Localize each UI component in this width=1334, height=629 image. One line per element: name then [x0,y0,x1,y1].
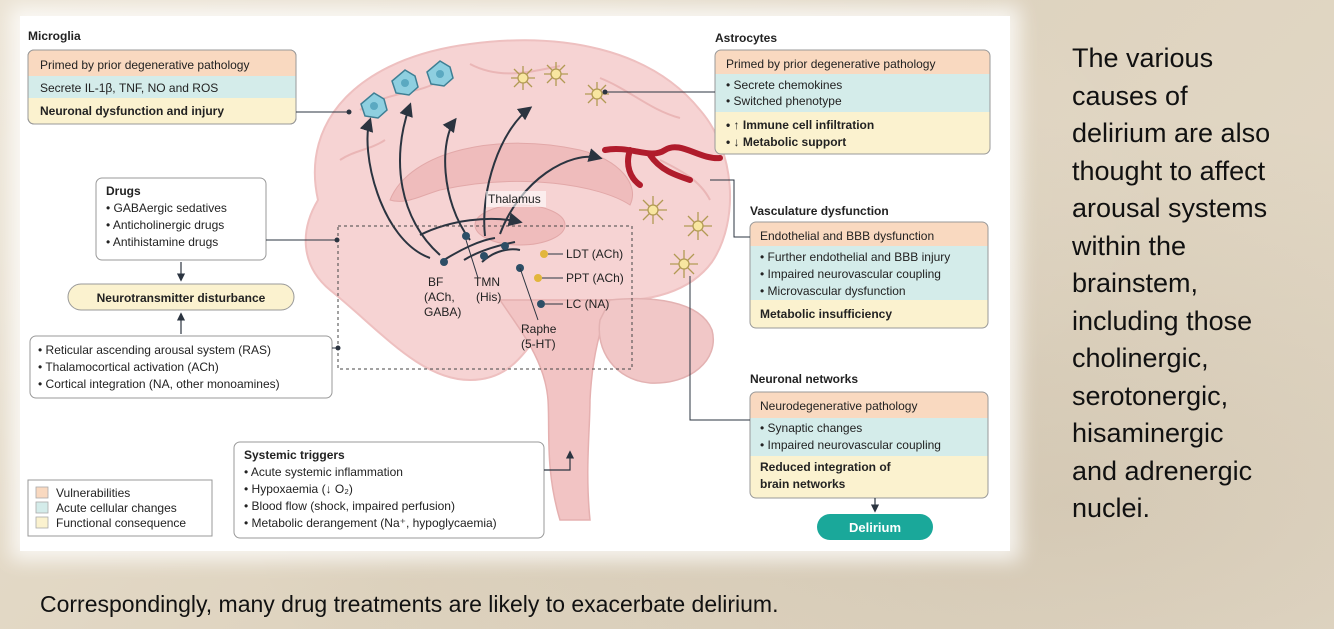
delirium-label: Delirium [849,520,901,535]
neuronal-row-4: Reduced integration of [760,460,892,474]
microglia-row-2: Secrete IL-1β, TNF, NO and ROS [40,81,218,95]
lc-nucleus [537,300,545,308]
ldt-nucleus [540,250,548,258]
neurotransmitter-label: Neurotransmitter disturbance [97,291,266,305]
astrocyte-cell [591,88,603,100]
bf-label-line2: (ACh, [424,290,455,304]
arousal-box: • Reticular ascending arousal system (RA… [29,335,333,399]
thalamus-label: Thalamus [488,192,541,206]
microglia-cells [360,60,454,119]
drugs-item-2: • Anticholinergic drugs [106,218,224,232]
drugs-item-1: • GABAergic sedatives [106,201,227,215]
vasculature-row-2: • Further endothelial and BBB injury [760,250,950,264]
slide-caption: Correspondingly, many drug treatments ar… [40,591,779,617]
cerebellum [598,298,715,384]
astrocyte-cells [511,62,712,278]
microglia-row-1: Primed by prior degenerative pathology [40,58,249,72]
tmn-nucleus-2 [480,252,488,260]
tmn-label-line1: TMN [474,275,500,289]
neurotransmitter-box [67,283,295,311]
drugs-item-3: • Antihistamine drugs [106,235,218,249]
vasculature-connector [710,179,750,238]
astrocyte-cell [517,72,529,84]
legend-label-vulnerabilities: Vulnerabilities [56,486,130,500]
neuronal-row-3: • Impaired neurovascular coupling [760,438,941,452]
brainstem [498,299,617,521]
vasculature-row-3: • Impaired neurovascular coupling [760,267,941,281]
astrocytes-row-4: • ↑ Immune cell infiltration [726,118,874,132]
systemic-title: Systemic triggers [244,448,345,462]
nucleus-markers [440,232,548,308]
astrocytes-row-5: • ↓ Metabolic support [726,135,846,149]
systemic-arrow [544,450,575,471]
astrocyte-cell [550,68,562,80]
microglia-row-3: Neuronal dysfunction and injury [40,104,224,118]
systemic-item-4: • Metabolic derangement (Na⁺, hypoglycae… [244,516,497,530]
neuronal-box: Neurodegenerative pathology • Synaptic c… [749,391,989,499]
brainstem-region-outline [337,225,633,370]
neuronal-row-2: • Synaptic changes [760,421,862,435]
delirium-badge [817,514,933,540]
tmn-label-line2: (His) [476,290,501,304]
delirium-mechanism-diagram: Thalamus LDT (ACh) PPT (ACh) LC (NA) BF … [27,29,991,540]
ldt-label: LDT (ACh) [566,247,623,261]
legend: Vulnerabilities Acute cellular changes F… [27,479,213,537]
astrocytes-row-1: Primed by prior degenerative pathology [726,57,935,71]
corpus-callosum [389,142,633,206]
tmn-nucleus [462,232,470,240]
diagram-panel: Thalamus LDT (ACh) PPT (ACh) LC (NA) BF … [20,16,1010,551]
astrocytes-box: Primed by prior degenerative pathology •… [714,49,991,155]
neuronal-row-5: brain networks [760,477,846,491]
raphe-label-line2: (5-HT) [521,337,556,351]
ppt-label: PPT (ACh) [566,271,624,285]
arousal-item-3: • Cortical integration (NA, other monoam… [38,377,280,391]
arousal-item-1: • Reticular ascending arousal system (RA… [38,343,271,357]
vasculature-row-5: Metabolic insufficiency [760,307,892,321]
microglia-box: Primed by prior degenerative pathology S… [27,49,297,125]
vasculature-row-4: • Microvascular dysfunction [760,284,906,298]
drugs-title: Drugs [106,184,141,198]
legend-label-functional: Functional consequence [56,516,186,530]
astrocyte-cell [692,220,704,232]
brainstem-leader-lines [465,239,563,321]
astrocyte-cell [678,258,690,270]
neuronal-row-1: Neurodegenerative pathology [760,399,917,413]
astrocytes-row-3: • Switched phenotype [726,94,842,108]
legend-swatch-functional [35,516,49,529]
vasculature-box: Endothelial and BBB dysfunction • Furthe… [749,221,989,329]
systemic-box: Systemic triggers • Acute systemic infla… [233,441,545,539]
systemic-item-3: • Blood flow (shock, impaired perfusion) [244,499,455,513]
bf-label-line1: BF [428,275,443,289]
microglia-title: Microglia [28,29,81,43]
drugs-box: Drugs • GABAergic sedatives • Anticholin… [95,177,267,261]
bf-nucleus [440,258,448,266]
ppt-nucleus [534,274,542,282]
vasculature-row-1: Endothelial and BBB dysfunction [760,229,934,243]
astrocytes-row-2: • Secrete chemokines [726,78,842,92]
systemic-item-1: • Acute systemic inflammation [244,465,403,479]
legend-swatch-cellular [35,501,49,514]
systemic-item-2: • Hypoxaemia (↓ O₂) [244,482,353,496]
neuronal-connector [689,276,750,421]
side-text: The various causes of delirium are also … [1072,43,1271,523]
legend-label-cellular: Acute cellular changes [56,501,177,515]
vasculature-title: Vasculature dysfunction [750,204,889,218]
arousal-projections [359,102,603,263]
legend-swatch-vulnerabilities [35,486,49,499]
hypothalamus-nucleus [501,242,509,250]
blood-vessel [602,144,723,188]
neuronal-title: Neuronal networks [750,372,858,386]
bf-label-line3: GABA) [424,305,461,319]
astrocyte-cell [647,204,659,216]
lc-label: LC (NA) [566,297,609,311]
astrocytes-title: Astrocytes [715,31,777,45]
raphe-label-line1: Raphe [521,322,557,336]
arousal-item-2: • Thalamocortical activation (ACh) [38,360,219,374]
